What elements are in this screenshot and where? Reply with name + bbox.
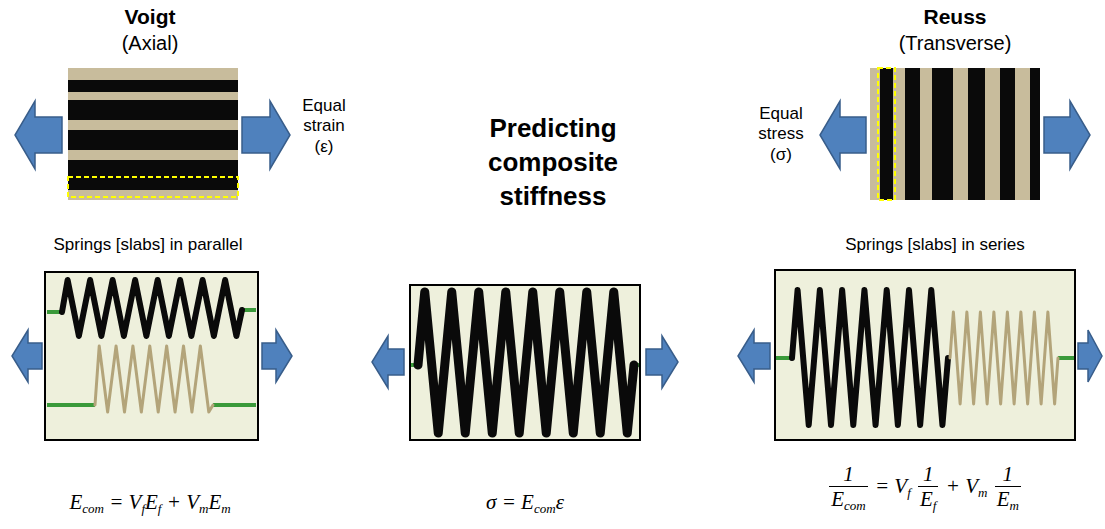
spring-box — [45, 272, 258, 440]
reuss-formula: 1/Ecom = Vf 1/Ef + Vm 1/Em — [827, 462, 1023, 514]
load-arrow — [262, 330, 292, 382]
heading-box: Voigt — [50, 4, 250, 29]
load-arrow — [738, 330, 770, 382]
subheading: (Axial) — [122, 31, 179, 55]
spring — [95, 346, 213, 412]
load-arrow — [242, 101, 290, 169]
laminate-band — [1030, 68, 1040, 200]
condition-note: Equal strain (ε) — [293, 96, 355, 157]
subheading: (Transverse) — [899, 31, 1012, 55]
model-caption-box: Springs [slabs] in series — [790, 235, 1080, 255]
load-arrow — [15, 101, 62, 169]
heading: Voigt — [125, 4, 176, 29]
hooke-formula: σ = Ecomε — [486, 490, 564, 517]
model-caption: Springs [slabs] in parallel — [54, 235, 243, 255]
laminate-band — [68, 130, 238, 150]
axial-laminate — [68, 68, 238, 200]
model-caption-box: Springs [slabs] in parallel — [3, 235, 293, 255]
transverse-laminate — [870, 68, 1040, 200]
laminate-band — [68, 190, 238, 200]
laminate-band — [985, 68, 1000, 200]
subheading-box: (Axial) — [50, 31, 250, 55]
laminate-band — [68, 100, 238, 120]
laminate-band — [68, 92, 238, 100]
condition-note-box: Equal strain (ε) — [293, 96, 355, 157]
unit-slab-outline — [878, 68, 895, 200]
model-caption: Springs [slabs] in series — [845, 235, 1025, 255]
load-arrow — [820, 101, 866, 169]
reuss-formula-box: 1/Ecom = Vf 1/Ef + Vm 1/Em — [760, 462, 1090, 514]
load-arrows — [12, 101, 1102, 388]
condition-note-box: Equal stress (σ) — [749, 104, 813, 165]
laminate-band — [1000, 68, 1015, 200]
voigt-formula: Ecom = VfEf + VmEm — [69, 490, 230, 517]
load-arrow — [12, 330, 42, 382]
spring-end — [1058, 356, 1074, 360]
laminate-band — [68, 160, 238, 190]
load-arrow — [372, 336, 404, 388]
voigt-formula-box: Ecom = VfEf + VmEm — [10, 490, 290, 517]
spring-box — [410, 285, 640, 440]
laminate-band — [68, 120, 238, 130]
heading: Reuss — [923, 4, 986, 29]
laminate-band — [1015, 68, 1030, 200]
laminate-band — [953, 68, 968, 200]
load-arrow — [646, 336, 678, 388]
spring-end — [47, 403, 95, 407]
spring — [792, 290, 948, 425]
laminate-band — [880, 68, 893, 200]
heading-box: Reuss — [855, 4, 1055, 29]
spring-end — [213, 403, 256, 407]
spring — [62, 280, 242, 336]
title: Predicting composite stiffness — [438, 112, 668, 213]
hooke-formula-box: σ = Ecomε — [415, 490, 635, 517]
subheading-box: (Transverse) — [855, 31, 1055, 55]
load-arrow — [1044, 101, 1090, 169]
unit-slab-outline — [68, 177, 238, 197]
spring — [950, 312, 1058, 404]
load-arrow — [1078, 330, 1102, 382]
laminate-band — [68, 80, 238, 92]
spring-box — [775, 270, 1075, 440]
laminate-band — [932, 68, 953, 200]
laminate-band — [68, 150, 238, 160]
laminate-band — [905, 68, 920, 200]
spring — [418, 292, 634, 433]
title-box: Predicting composite stiffness — [438, 112, 668, 213]
laminate-band — [920, 68, 932, 200]
condition-note: Equal stress (σ) — [749, 104, 813, 165]
laminate-band — [68, 68, 238, 80]
laminate-band — [968, 68, 985, 200]
springs — [47, 280, 1074, 433]
